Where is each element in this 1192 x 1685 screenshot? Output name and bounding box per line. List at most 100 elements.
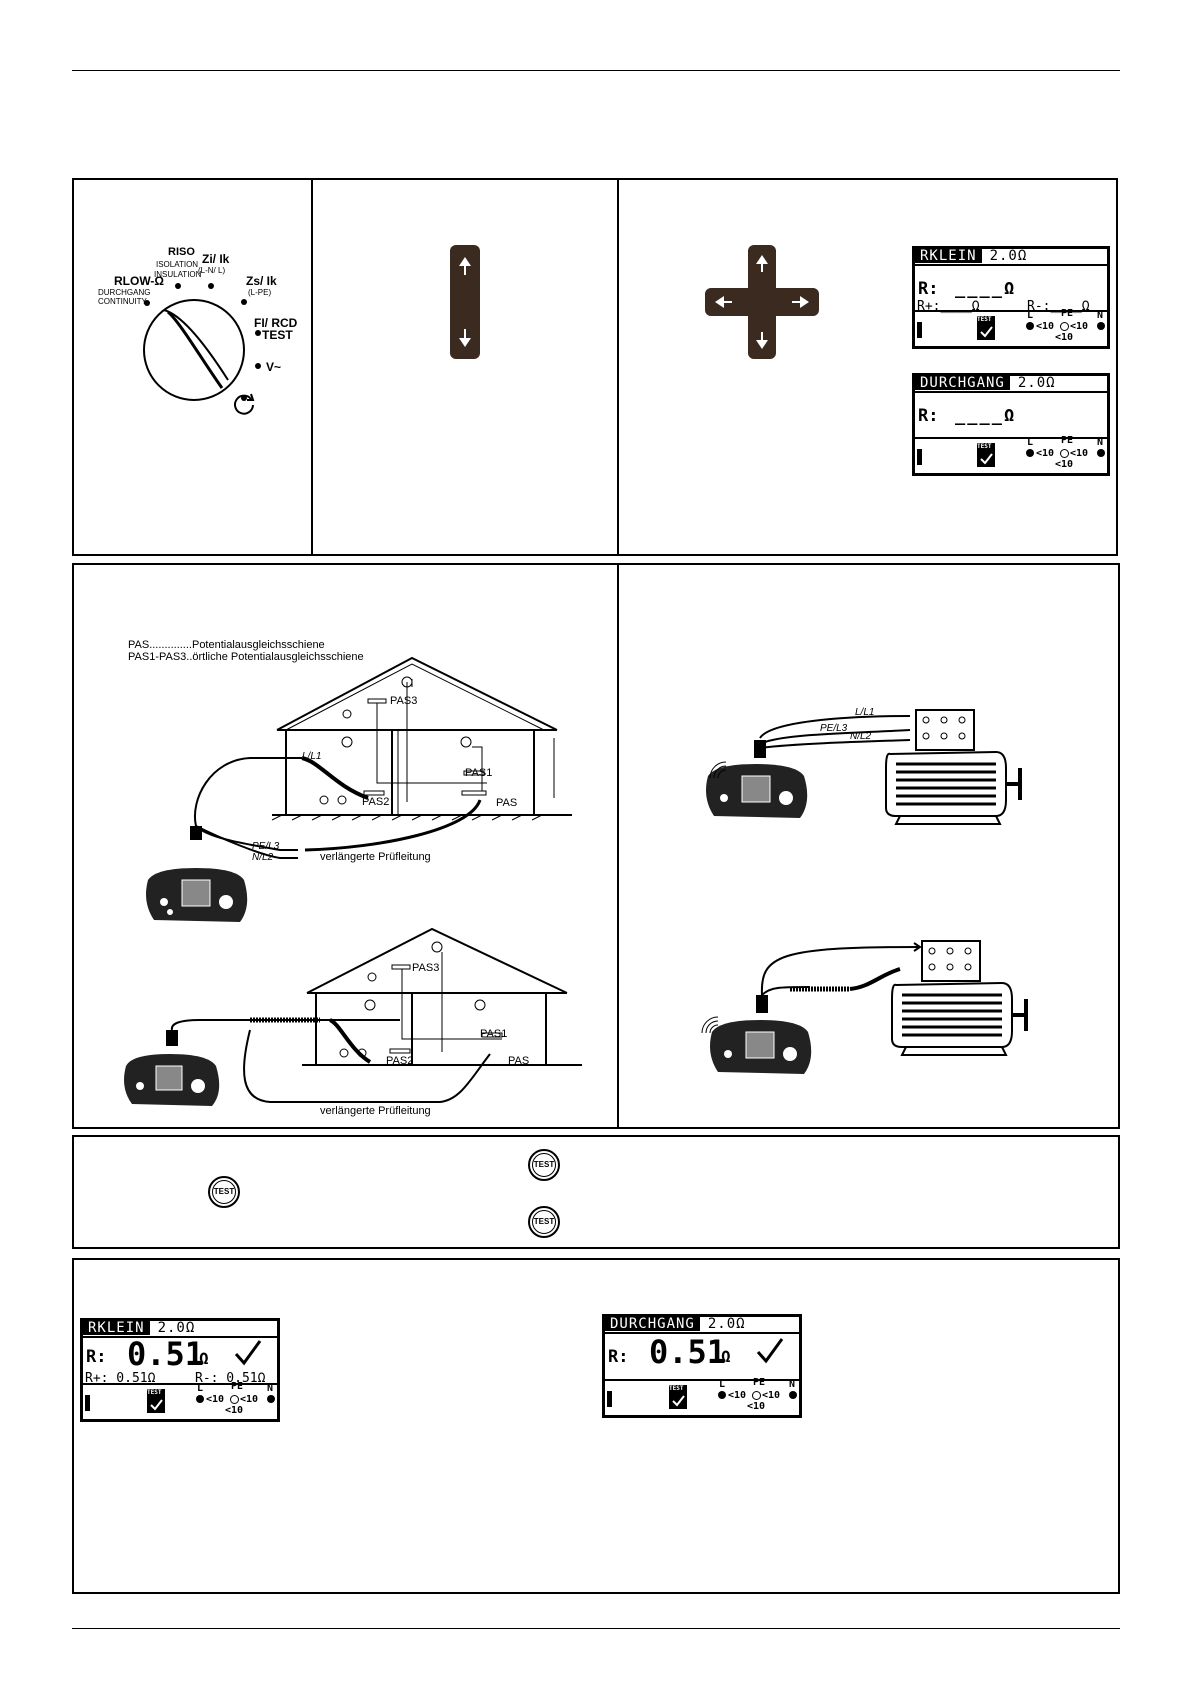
label-extended-lead: verlängerte Prüfleitung	[320, 851, 431, 863]
lcd-limit: 2.0Ω	[1017, 375, 1056, 391]
lcd-r-label: R:	[608, 1347, 629, 1367]
lcd-r-value: ____Ω	[955, 279, 1017, 299]
lcd-rminus: R-: 0.51Ω	[195, 1371, 266, 1386]
label-l1: L/L1	[302, 751, 322, 762]
lcd-rklein-result: RKLEIN 2.0Ω R: 0.51 Ω R+: 0.51Ω R-: 0.51Ω…	[80, 1318, 280, 1422]
label-pas: PAS	[508, 1055, 530, 1067]
selector-label-zi: (L-N/ L)	[198, 266, 226, 275]
battery-icon	[607, 1391, 612, 1407]
wireless-icon	[709, 761, 727, 779]
instrument-icon	[706, 764, 808, 818]
label-pas1: PAS1	[465, 767, 493, 779]
terminal-pe: PE	[231, 1381, 244, 1392]
label-pas: PAS	[496, 797, 518, 809]
selector-label-riso: RISO	[168, 246, 195, 258]
test-leads-icon	[166, 1017, 491, 1103]
wireless-icon	[701, 1016, 719, 1034]
lcd-r-label: R:	[918, 406, 939, 426]
selector-label-rlow: RLOW-Ω	[114, 274, 165, 288]
lcd-rplus: R+: 0.51Ω	[85, 1371, 156, 1386]
panel-divider	[617, 178, 619, 556]
label-pas3: PAS3	[412, 962, 440, 974]
instrument-icon	[146, 868, 248, 922]
lcd-r-label: R:	[918, 279, 939, 299]
footer-rule	[72, 1628, 1120, 1629]
terminal-pe: PE	[753, 1377, 766, 1388]
instrument-icon	[710, 1020, 812, 1074]
lcd-unit: Ω	[199, 1349, 209, 1368]
selector-label-riso: ISOLATION	[156, 260, 199, 269]
lcd-r-value: ____Ω	[955, 406, 1017, 426]
terminal-l: L	[197, 1383, 204, 1394]
terminal-l: L	[719, 1379, 726, 1390]
lcd-limit: 2.0Ω	[157, 1320, 196, 1336]
instrument-icon	[124, 1054, 220, 1106]
label-extended-lead: verlängerte Prüfleitung	[320, 1105, 431, 1117]
battery-icon	[917, 449, 922, 465]
test-check-icon: TEST	[977, 316, 995, 340]
motor-diagram-icon	[756, 940, 1028, 1056]
connection-panel	[72, 563, 1120, 1129]
rotary-knob-icon	[143, 283, 261, 415]
test-check-icon: TEST	[147, 1389, 165, 1413]
label-pas2: PAS2	[362, 796, 390, 808]
pass-check-icon	[234, 1340, 262, 1366]
result-panel	[72, 1258, 1120, 1594]
rotary-selector[interactable]: RLOW-Ω DURCHGANG CONTINUITY RISO ISOLATI…	[90, 230, 300, 430]
label-pas2: PAS2	[386, 1055, 414, 1067]
lcd-function-name: DURCHGANG	[915, 376, 1010, 390]
terminal-n: N	[267, 1383, 274, 1394]
terminal-pe: PE	[1061, 435, 1074, 446]
selection-panel	[72, 178, 1118, 556]
lcd-footer: TEST L PE N <10 <10 <10	[915, 308, 1107, 346]
house-diagram-icon	[271, 656, 572, 821]
label-pas3: PAS3	[390, 695, 418, 707]
test-check-icon: TEST	[669, 1385, 687, 1409]
test-button[interactable]: TEST	[528, 1149, 560, 1181]
lcd-r-value: 0.51	[649, 1333, 727, 1371]
header-rule	[72, 70, 1120, 71]
selector-label-zs: Zs/ Ik	[246, 274, 277, 288]
terminal-l: L	[1027, 437, 1034, 448]
lcd-r-value: 0.51	[127, 1335, 205, 1373]
legend-pas1-pas3: PAS1-PAS3..örtliche Potentialausgleichss…	[128, 651, 364, 663]
terminal-l: L	[1027, 310, 1034, 321]
up-down-key-icon[interactable]	[450, 245, 480, 359]
lcd-function-name: DURCHGANG	[605, 1317, 700, 1331]
selector-label-fi: FI/ RCD	[254, 316, 298, 330]
motor-diagram-icon	[754, 709, 1022, 825]
lcd-function-name: RKLEIN	[83, 1321, 150, 1335]
legend-pas: PAS..............Potentialausgleichsschi…	[128, 639, 325, 651]
battery-icon	[917, 322, 922, 338]
label-pas1: PAS1	[480, 1028, 508, 1040]
test-button[interactable]: TEST	[528, 1206, 560, 1238]
label-nl2: N/L2	[252, 852, 274, 863]
label-l1: L/L1	[855, 707, 875, 718]
selector-label-riso: INSULATION	[154, 270, 202, 279]
test-key-panel	[72, 1135, 1120, 1249]
terminal-pe: PE	[1061, 308, 1074, 319]
pass-check-icon	[756, 1338, 784, 1364]
lcd-footer: TEST L PE N <10 <10 <10	[83, 1381, 277, 1419]
selector-label-zi: Zi/ Ik	[202, 252, 230, 266]
selector-label-rlow: DURCHGANG	[98, 288, 151, 297]
terminal-n: N	[1097, 437, 1104, 448]
lcd-r-label: R:	[86, 1347, 107, 1367]
lcd-footer: TEST L PE N <10 <10 <10	[605, 1377, 799, 1415]
lcd-unit: Ω	[721, 1347, 731, 1366]
test-button[interactable]: TEST	[208, 1176, 240, 1208]
panel-divider	[311, 178, 313, 556]
terminal-n: N	[1097, 310, 1104, 321]
battery-icon	[85, 1395, 90, 1411]
label-pel3: PE/L3	[820, 723, 848, 734]
lcd-limit: 2.0Ω	[989, 248, 1028, 264]
lcd-function-name: RKLEIN	[915, 249, 982, 263]
cursor-keys-icon[interactable]	[705, 245, 819, 359]
terminal-n: N	[789, 1379, 796, 1390]
test-check-icon: TEST	[977, 443, 995, 467]
label-nl2: N/L2	[850, 731, 872, 742]
panel-divider	[617, 563, 619, 1129]
selector-label-v: V~	[266, 360, 282, 374]
